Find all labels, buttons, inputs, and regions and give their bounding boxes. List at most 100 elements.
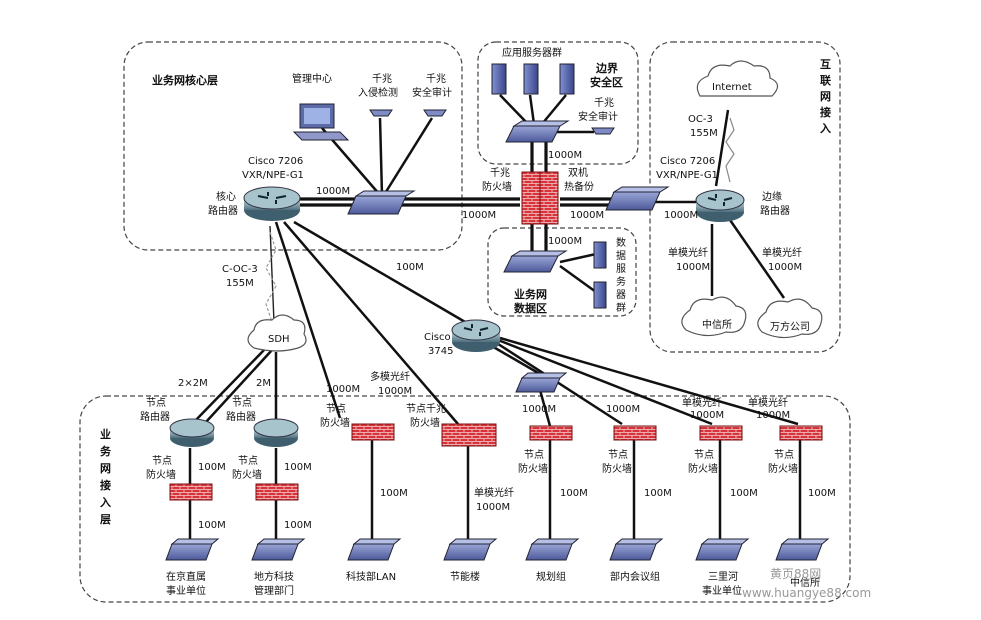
fw1-label-2: 防火墙: [146, 468, 176, 481]
svg-text:网: 网: [820, 90, 831, 103]
mm-fiber-1: 多模光纤: [370, 370, 410, 383]
data-link-label: 1000M: [548, 236, 582, 247]
svg-text:数: 数: [616, 236, 626, 249]
core-router-name-2: 路由器: [208, 204, 238, 217]
core-zone-title: 业务网核心层: [152, 73, 218, 87]
col3-1000m: 1000M: [326, 384, 360, 395]
ids-label-2: 入侵检测: [358, 86, 398, 99]
dept-label-4: 节能楼: [450, 570, 480, 583]
access-zone-title: 业 务 网 接 入 层: [99, 427, 112, 526]
border-audit-label-1: 千兆: [594, 97, 614, 109]
core-router-icon: [243, 186, 301, 221]
node-router-2-label-1: 节点: [232, 397, 252, 409]
dept-switch-5-icon: [525, 538, 580, 561]
node-router-2-label-2: 路由器: [226, 410, 256, 423]
isp2-cloud-icon: [757, 298, 823, 339]
internet-label: Internet: [712, 82, 752, 93]
internet-zone-title: 互 联 网 接 入: [820, 58, 831, 135]
ids-device-icon: [369, 109, 393, 117]
node-firewall-5-icon: [529, 425, 573, 441]
c-oc3-serial-line: [265, 231, 277, 323]
fw4-label-1: 节点千兆: [406, 403, 446, 415]
node-firewall-1-icon: [169, 483, 213, 501]
fw4-fiber-1: 单模光纤: [474, 486, 514, 499]
fw2-100m-b: 100M: [284, 520, 312, 531]
isp1-label: 中信所: [702, 318, 732, 331]
border-link-label: 1000M: [548, 150, 582, 161]
firewall-label-1: 千兆: [490, 167, 510, 179]
edge-router-model-1: Cisco 7206: [660, 156, 715, 167]
node-router-1-icon: [169, 418, 215, 447]
col6-1000m: 1000M: [606, 404, 640, 415]
dept-switch-1-icon: [165, 538, 220, 561]
oc3-serial-line: [725, 117, 735, 183]
fw8-100m: 100M: [808, 488, 836, 499]
data-servers-label: 数 据 服 务 器 群: [616, 236, 626, 314]
fw5-100m: 100M: [560, 488, 588, 499]
dept-label-1b: 事业单位: [166, 584, 206, 597]
edge-link-label: 1000M: [664, 210, 698, 221]
dept-label-1a: 在京直属: [166, 570, 206, 583]
dept-switch-2-icon: [251, 538, 306, 561]
access-layer-zone: [79, 395, 851, 603]
fw2-100m-a: 100M: [284, 462, 312, 473]
links: [188, 94, 802, 540]
data-zone-title-1: 业务网: [514, 287, 547, 301]
svg-text:入: 入: [100, 496, 111, 509]
fw3-label-1: 节点: [326, 403, 346, 415]
firewall-left-link: 1000M: [462, 210, 496, 221]
sdh-2m-label: 2M: [256, 378, 271, 389]
isp1-cloud-icon: [681, 296, 747, 337]
svg-text:接: 接: [100, 478, 111, 492]
management-pc-icon: [292, 103, 350, 141]
border-switch-icon: [505, 120, 570, 143]
fw7-label-2: 防火墙: [688, 462, 718, 475]
svg-text:务: 务: [616, 275, 626, 288]
coc3-label-2: 155M: [226, 278, 254, 289]
watermark-url: www.huangye88.com: [742, 586, 871, 600]
svg-text:层: 层: [99, 513, 111, 526]
oc3-label-2: 155M: [690, 128, 718, 139]
cisco3745-router-icon: [451, 319, 501, 352]
isp2-label: 万方公司: [770, 320, 810, 333]
fw3-label-2: 防火墙: [320, 416, 350, 429]
audit-label-2: 安全审计: [412, 86, 452, 99]
cisco3745-label-2: 3745: [428, 346, 453, 357]
node-firewall-2-icon: [255, 483, 299, 501]
border-audit-label-2: 安全审计: [578, 110, 618, 123]
core-zone: [123, 41, 463, 251]
core-router-model-2: VXR/NPE-G1: [242, 170, 304, 181]
svg-text:网: 网: [100, 462, 111, 475]
dept-switch-8-icon: [775, 538, 830, 561]
dept-label-6: 部内会议组: [610, 570, 660, 583]
core-switch-icon: [347, 190, 416, 215]
border-zone-title-1: 边界: [595, 61, 618, 75]
bottom-switches: [165, 538, 830, 561]
dept-label-3: 科技部LAN: [346, 570, 396, 583]
internet-cloud-icon: [696, 60, 779, 97]
dept-label-8: 中信所: [790, 576, 820, 589]
firewall-label-2: 防火墙: [482, 180, 512, 193]
watermark-cn: 黄页88网: [770, 567, 821, 581]
svg-text:联: 联: [820, 73, 831, 87]
fiber-left-1: 单模光纤: [668, 246, 708, 259]
fiber-right-1: 单模光纤: [762, 246, 802, 259]
gigabit-firewall-icon: [521, 171, 559, 225]
dept-label-5: 规划组: [536, 570, 566, 583]
coc3-label-1: C-OC-3: [222, 264, 258, 275]
fw6-label-2: 防火墙: [602, 462, 632, 475]
svg-text:服: 服: [616, 263, 626, 275]
core-router-model-1: Cisco 7206: [248, 156, 303, 167]
dept-switch-3-icon: [347, 538, 402, 561]
audit-label-1: 千兆: [426, 73, 446, 85]
access-switch-3745-icon: [515, 372, 568, 393]
col7-fiber-2: 1000M: [690, 410, 724, 421]
edge-router-icon: [695, 189, 745, 222]
node-firewall-gig-icon: [441, 423, 497, 447]
firewall-right-link: 1000M: [570, 210, 604, 221]
border-zone-title-2: 安全区: [590, 75, 623, 89]
col7-fiber-1: 单模光纤: [682, 396, 722, 409]
mm-fiber-2: 1000M: [378, 386, 412, 397]
svg-text:群: 群: [616, 301, 626, 314]
sdh-cloud-icon: [247, 314, 307, 352]
